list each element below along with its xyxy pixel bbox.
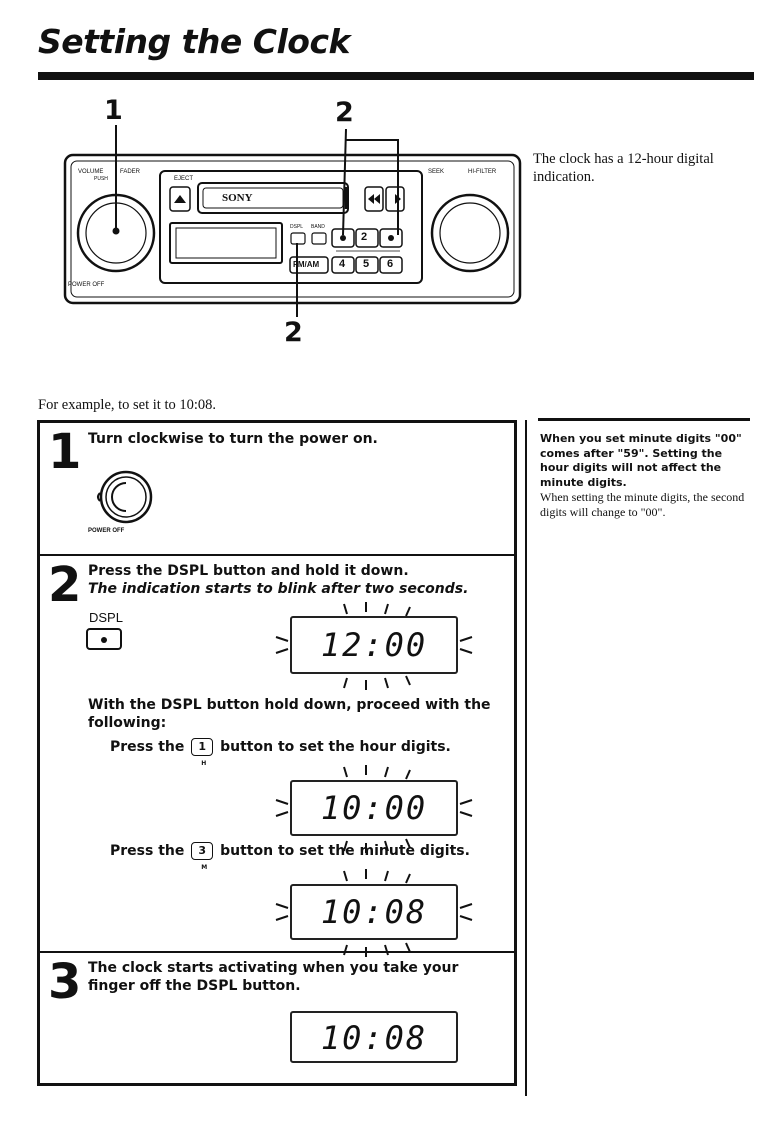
title-rule bbox=[38, 72, 754, 80]
hi-filter-label: HI-FILTER bbox=[468, 169, 497, 175]
minute-suffix: button to set the minute digits. bbox=[220, 843, 470, 859]
lcd-time-12-00: 12:00 bbox=[320, 626, 428, 664]
push-label: PUSH bbox=[94, 176, 108, 182]
dspl-label: DSPL bbox=[290, 224, 304, 230]
callout-1: 1 bbox=[104, 95, 123, 126]
steps-box: 1 Turn clockwise to turn the power on. P… bbox=[37, 420, 517, 1086]
power-off-knob-label: POWER OFF bbox=[88, 528, 125, 534]
step-2: 2 Press the DSPL button and hold it down… bbox=[40, 556, 514, 957]
dspl-button-icon bbox=[86, 628, 122, 650]
hour-button-number: 1 bbox=[198, 740, 207, 753]
step-number: 2 bbox=[48, 557, 82, 613]
note-normal-text: When setting the minute digits, the seco… bbox=[540, 490, 745, 519]
fm-am-label: FM/AM bbox=[293, 260, 320, 269]
preset-6-label: 6 bbox=[387, 258, 394, 270]
example-text: For example, to set it to 10:08. bbox=[38, 397, 217, 413]
hour-suffix: button to set the hour digits. bbox=[220, 739, 451, 755]
lcd-display-final: 10:08 bbox=[290, 1011, 458, 1063]
blink-rays-icon bbox=[275, 765, 473, 853]
eject-label: EJECT bbox=[174, 176, 194, 182]
minute-button-number: 3 bbox=[198, 844, 207, 857]
volume-label: VOLUME bbox=[78, 169, 104, 175]
lcd-display-blinking-3: 10:08 bbox=[290, 884, 458, 940]
step-2-text: Press the DSPL button and hold it down. bbox=[88, 563, 409, 579]
preset-2-label: 2 bbox=[361, 231, 368, 243]
hour-button-sub: H bbox=[201, 760, 207, 767]
power-knob-icon bbox=[97, 470, 153, 524]
step-1: 1 Turn clockwise to turn the power on. P… bbox=[40, 423, 514, 556]
dspl-button-label: DSPL bbox=[89, 610, 123, 625]
lcd-time-10-08: 10:08 bbox=[320, 893, 428, 931]
step-number: 1 bbox=[48, 424, 82, 480]
callout-2-top: 2 bbox=[335, 97, 354, 128]
column-divider bbox=[525, 420, 527, 1096]
preset-5-label: 5 bbox=[363, 258, 370, 270]
note-rule bbox=[538, 418, 750, 421]
seek-label: SEEK bbox=[428, 169, 445, 175]
lcd-time-final: 10:08 bbox=[320, 1019, 428, 1057]
page-title: Setting the Clock bbox=[38, 22, 350, 61]
blink-rays-icon bbox=[275, 869, 473, 957]
sony-logo: SONY bbox=[222, 192, 253, 204]
hour-prefix: Press the bbox=[110, 739, 185, 755]
minute-prefix: Press the bbox=[110, 843, 185, 859]
step-number: 3 bbox=[48, 954, 82, 1010]
radio-drawing bbox=[63, 125, 522, 317]
radio-front-panel-figure: 1 2 2 bbox=[60, 95, 530, 355]
note-bold-text: When you set minute digits "00" comes af… bbox=[540, 432, 742, 489]
step-3: 3 The clock starts activating when you t… bbox=[40, 953, 514, 1083]
step-3-text: The clock starts activating when you tak… bbox=[88, 960, 459, 994]
band-label: BAND bbox=[311, 224, 325, 230]
fader-label: FADER bbox=[120, 169, 141, 175]
step-1-text: Turn clockwise to turn the power on. bbox=[88, 431, 378, 447]
power-off-label: POWER OFF bbox=[68, 282, 105, 288]
lcd-time-10-00: 10:00 bbox=[320, 789, 428, 827]
blink-rays-icon bbox=[275, 602, 473, 690]
step-2-instruction: With the DSPL button hold down, proceed … bbox=[88, 697, 491, 731]
lcd-display-blinking-1: 12:00 bbox=[290, 616, 458, 674]
callout-2-bottom: 2 bbox=[284, 317, 303, 348]
note-panel: When you set minute digits "00" comes af… bbox=[540, 432, 752, 519]
preset-4-label: 4 bbox=[339, 258, 346, 270]
side-note: The clock has a 12-hour digital indicati… bbox=[533, 151, 714, 185]
step-2-subtext: The indication starts to blink after two… bbox=[88, 581, 469, 597]
minute-button-sub: M bbox=[201, 864, 208, 871]
lcd-display-blinking-2: 10:00 bbox=[290, 780, 458, 836]
